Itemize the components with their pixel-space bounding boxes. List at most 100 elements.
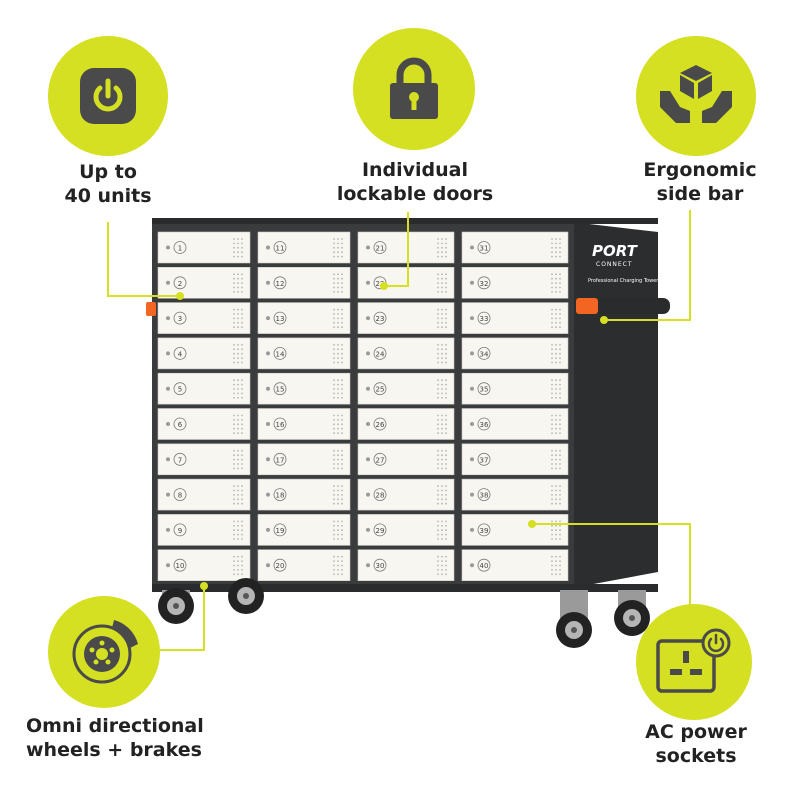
locker-doors: 1234567891011121314151617181920212223242… [157, 231, 569, 582]
wheels-badge [48, 596, 160, 708]
power-icon [80, 68, 136, 124]
locker-door: 17 [257, 443, 351, 476]
lock-icon [470, 280, 474, 285]
sidebar-badge [636, 36, 756, 156]
units-caption: Up to 40 units [58, 160, 158, 208]
locker-door: 13 [257, 302, 351, 334]
caster-wheel [228, 578, 264, 614]
lock-icon [166, 351, 170, 356]
leader-dot-sidebar [600, 316, 608, 324]
locker-number: 38 [480, 492, 489, 500]
locker-door: 19 [257, 514, 351, 546]
doors-caption-line1: Individual [361, 159, 469, 181]
leader-dots [176, 282, 608, 590]
leader-line-units [107, 222, 180, 297]
cabinet-base [152, 584, 658, 592]
leader-dot-wheels [200, 582, 208, 590]
locker-door: 12 [257, 266, 351, 299]
lock-icon [470, 527, 474, 532]
locker-door: 40 [461, 549, 569, 582]
locker-door: 20 [257, 549, 351, 582]
locker-number: 3 [178, 315, 182, 323]
locker-number: 7 [178, 456, 182, 464]
leader-lines [107, 210, 691, 651]
lock-icon [366, 351, 370, 356]
lock-icon [166, 457, 170, 462]
locker-door: 16 [257, 408, 351, 440]
locker-number: 25 [376, 386, 385, 394]
lock-icon [266, 351, 270, 356]
lock-icon [470, 457, 474, 462]
locker-number: 24 [376, 350, 385, 358]
lock-icon [166, 563, 170, 568]
cabinet-side-panel [572, 222, 658, 588]
lock-icon [166, 422, 170, 426]
lock-icon [166, 386, 170, 391]
wheels-caption-line1: Omni directional [26, 715, 204, 737]
lock-icon [266, 492, 270, 497]
locker-door: 31 [461, 231, 569, 264]
caster-wheel [614, 590, 650, 636]
doors-caption-line2: lockable doors [336, 183, 494, 205]
brand-sub: CONNECT [596, 261, 633, 268]
locker-door: 4 [157, 337, 251, 370]
locker-door: 10 [157, 549, 251, 582]
box-in-hands-icon [660, 65, 732, 123]
leader-line-doors [384, 212, 409, 287]
locker-number: 26 [376, 421, 385, 429]
locker-door: 30 [357, 549, 455, 582]
leader-line-wheels [152, 584, 205, 651]
locker-number: 23 [376, 315, 385, 323]
lock-icon [266, 280, 270, 285]
lock-icon [470, 316, 474, 321]
locker-number: 36 [480, 421, 489, 429]
side-bar-handle [578, 298, 670, 314]
units-caption-line2: 40 units [64, 185, 152, 207]
power-caption: AC power sockets [636, 720, 756, 768]
leader-line-sidebar [604, 210, 691, 321]
locker-number: 33 [480, 315, 489, 323]
lock-icon [266, 422, 270, 426]
locker-door: 22 [357, 266, 455, 299]
disc-brake-icon [72, 620, 138, 684]
locker-number: 21 [376, 245, 385, 253]
lock-icon [166, 280, 170, 285]
lock-icon [266, 527, 270, 532]
locker-number: 16 [276, 421, 285, 429]
locker-door: 23 [357, 302, 455, 334]
locker-number: 32 [480, 280, 489, 288]
sidebar-caption-line1: Ergonomic [643, 159, 757, 181]
locker-door: 32 [461, 266, 569, 299]
locker-door: 26 [357, 408, 455, 440]
lock-icon [166, 527, 170, 532]
locker-door: 33 [461, 302, 569, 334]
locker-number: 34 [480, 350, 489, 358]
lock-icon [266, 316, 270, 321]
locker-number: 30 [376, 562, 385, 570]
locker-door: 1 [157, 231, 251, 264]
locker-number: 14 [276, 350, 285, 358]
power-badge [636, 604, 752, 720]
lock-icon [366, 386, 370, 391]
locker-number: 20 [276, 562, 285, 570]
lock-icon [470, 386, 474, 391]
locker-door: 24 [357, 337, 455, 370]
locker-door: 14 [257, 337, 351, 370]
locker-number: 40 [480, 562, 489, 570]
locker-number: 1 [178, 245, 182, 253]
power-caption-line2: sockets [655, 745, 737, 767]
lock-icon [266, 245, 270, 250]
units-badge [48, 36, 168, 156]
locker-door: 5 [157, 372, 251, 405]
locker-number: 31 [480, 245, 489, 253]
side-bar-orange-cap [576, 298, 598, 314]
lock-icon [470, 351, 474, 356]
locker-number: 13 [276, 315, 285, 323]
locker-number: 19 [276, 527, 285, 535]
lock-icon [366, 245, 370, 250]
wheels-caption: Omni directional wheels + brakes [26, 714, 204, 762]
locker-number: 6 [178, 421, 183, 429]
caster-wheel [158, 588, 194, 624]
lock-icon [366, 527, 370, 532]
locker-door: 11 [257, 231, 351, 264]
